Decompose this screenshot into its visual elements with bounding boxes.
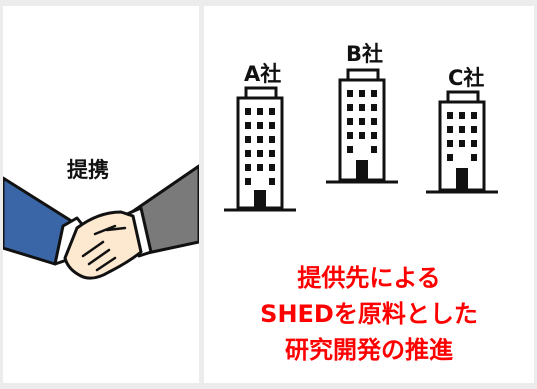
company-c-building-icon: [426, 90, 498, 194]
finger-lines: [81, 224, 127, 272]
partnership-panel: 提携: [3, 6, 199, 383]
companies-panel: A社 B社 C社: [204, 6, 534, 383]
company-a-building-icon: [224, 86, 296, 212]
handshake-icon: [3, 164, 199, 280]
tagline-line-1: 提供先による: [297, 264, 441, 292]
tagline-line-2: SHEDを原料とした: [260, 300, 478, 328]
research-tagline: 提供先による SHEDを原料とした 研究開発の推進: [204, 260, 534, 368]
company-a-label: A社: [244, 62, 282, 86]
partnership-label: 提携: [67, 158, 109, 182]
company-b-label: B社: [346, 42, 384, 66]
tagline-line-3: 研究開発の推進: [285, 336, 453, 364]
company-c-label: C社: [448, 66, 485, 90]
company-b-building-icon: [326, 68, 398, 184]
